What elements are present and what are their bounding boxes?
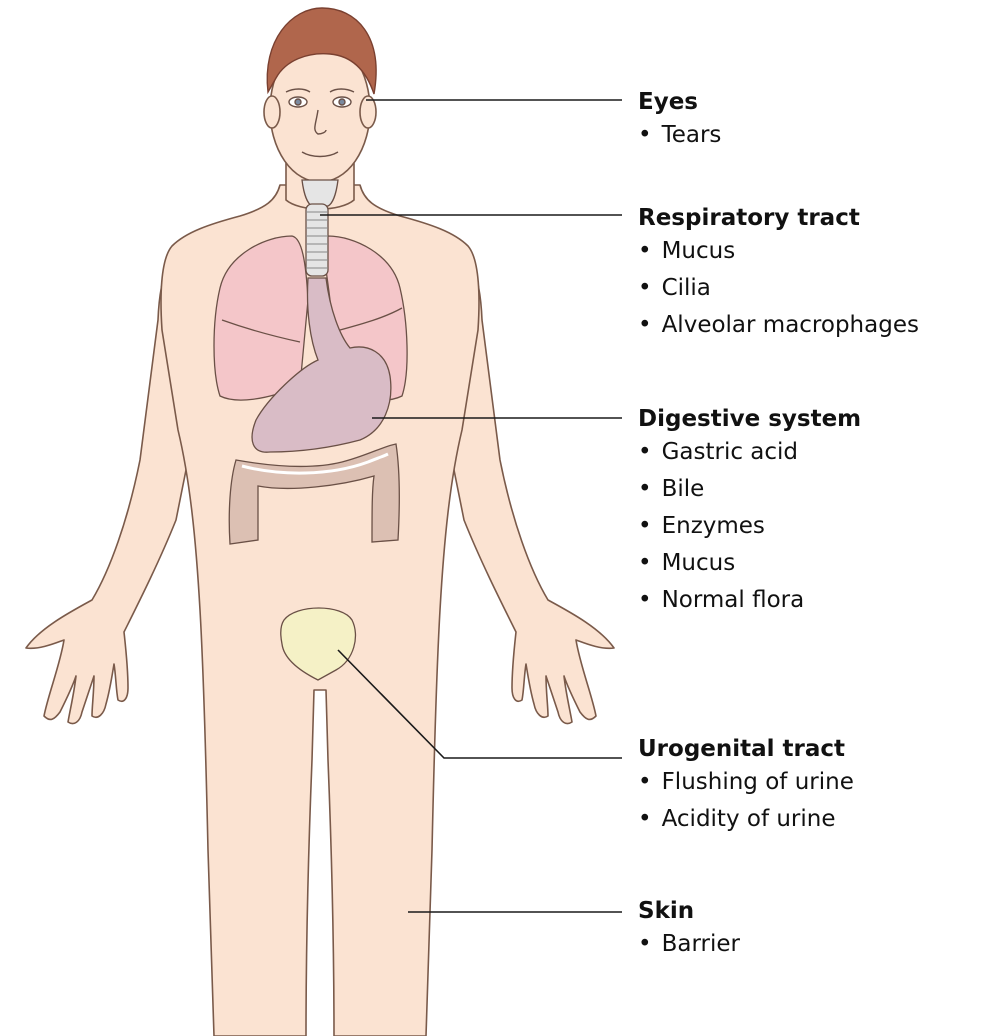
list-item: Mucus — [638, 545, 861, 582]
callout-title-respiratory: Respiratory tract — [638, 203, 919, 233]
callout-respiratory: Respiratory tract Mucus Cilia Alveolar m… — [638, 203, 919, 344]
right-pupil — [339, 99, 345, 105]
callout-title-skin: Skin — [638, 896, 740, 926]
right-ear — [360, 96, 376, 128]
callout-eyes: Eyes Tears — [638, 87, 721, 154]
larynx — [302, 180, 338, 206]
list-item: Tears — [638, 117, 721, 154]
left-pupil — [295, 99, 301, 105]
list-item: Barrier — [638, 926, 740, 963]
list-item: Alveolar macrophages — [638, 307, 919, 344]
list-item: Gastric acid — [638, 434, 861, 471]
list-item: Cilia — [638, 270, 919, 307]
callout-title-urogenital: Urogenital tract — [638, 734, 854, 764]
callout-digestive: Digestive system Gastric acid Bile Enzym… — [638, 404, 861, 619]
callout-skin: Skin Barrier — [638, 896, 740, 963]
callout-list-skin: Barrier — [638, 926, 740, 963]
list-item: Flushing of urine — [638, 764, 854, 801]
list-item: Normal flora — [638, 582, 861, 619]
list-item: Enzymes — [638, 508, 861, 545]
callout-list-respiratory: Mucus Cilia Alveolar macrophages — [638, 233, 919, 344]
callout-urogenital: Urogenital tract Flushing of urine Acidi… — [638, 734, 854, 838]
callout-list-urogenital: Flushing of urine Acidity of urine — [638, 764, 854, 838]
left-ear — [264, 96, 280, 128]
list-item: Acidity of urine — [638, 801, 854, 838]
list-item: Bile — [638, 471, 861, 508]
callout-title-digestive: Digestive system — [638, 404, 861, 434]
callout-title-eyes: Eyes — [638, 87, 721, 117]
list-item: Mucus — [638, 233, 919, 270]
callout-list-digestive: Gastric acid Bile Enzymes Mucus Normal f… — [638, 434, 861, 619]
callout-list-eyes: Tears — [638, 117, 721, 154]
